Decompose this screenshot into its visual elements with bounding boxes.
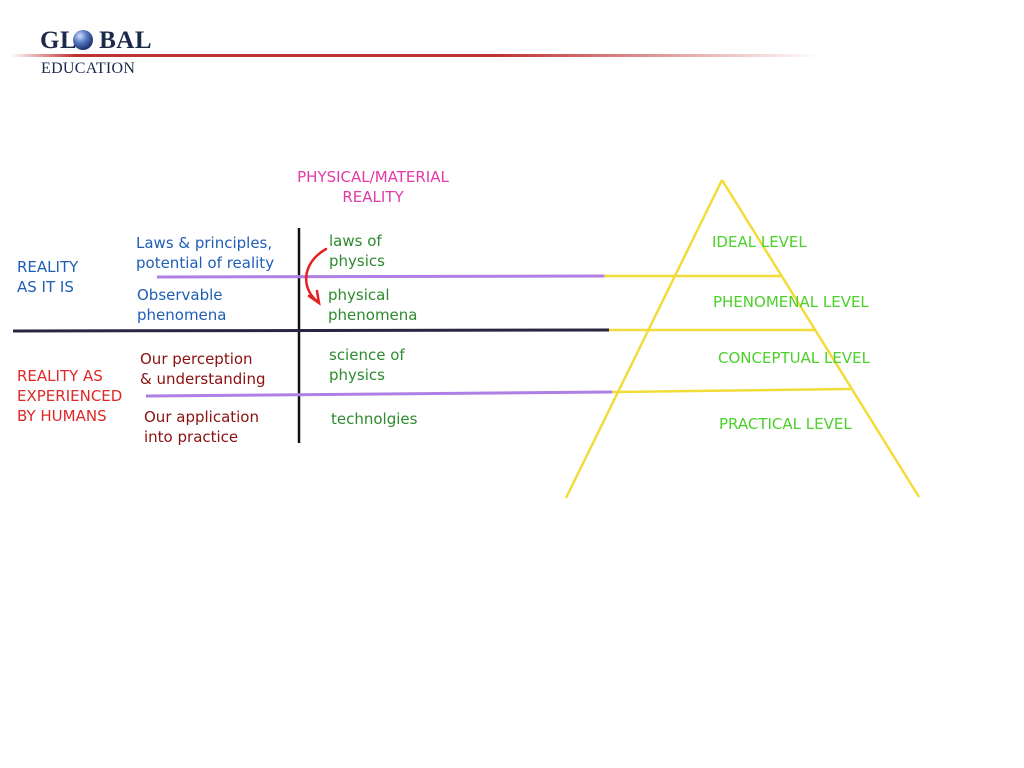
- header-label: PHYSICAL/MATERIAL REALITY: [297, 168, 449, 206]
- level-ideal: IDEAL LEVEL: [712, 233, 807, 251]
- label-reality-experienced: REALITY AS EXPERIENCED BY HUMANS: [17, 367, 123, 425]
- divider-conceptual-practical: [145, 390, 613, 398]
- header-rule: [10, 54, 820, 57]
- label-technologies: technolgies: [331, 410, 418, 428]
- divider-ideal-phenomenal: [156, 274, 607, 279]
- globe-icon: [73, 30, 93, 50]
- label-perception: Our perception & understanding: [140, 350, 266, 388]
- label-application: Our application into practice: [144, 408, 259, 446]
- label-science-of-physics: science of physics: [329, 346, 405, 384]
- label-physical-phenomena: physical phenomena: [328, 286, 418, 324]
- divider-main: [12, 328, 610, 333]
- label-laws-principles: Laws & principles, potential of reality: [136, 234, 275, 272]
- level-phenomenal: PHENOMENAL LEVEL: [713, 293, 869, 311]
- label-observable-phenomena: Observable phenomena: [137, 286, 227, 324]
- label-laws-of-physics: laws of physics: [329, 232, 385, 270]
- level-conceptual: CONCEPTUAL LEVEL: [718, 349, 870, 367]
- pyramid: [564, 179, 921, 499]
- red-arrow-icon: [304, 247, 328, 306]
- logo-subtitle: EDUCATION: [41, 60, 136, 77]
- label-reality-as-it-is: REALITY AS IT IS: [17, 258, 79, 296]
- level-practical: PRACTICAL LEVEL: [719, 415, 852, 433]
